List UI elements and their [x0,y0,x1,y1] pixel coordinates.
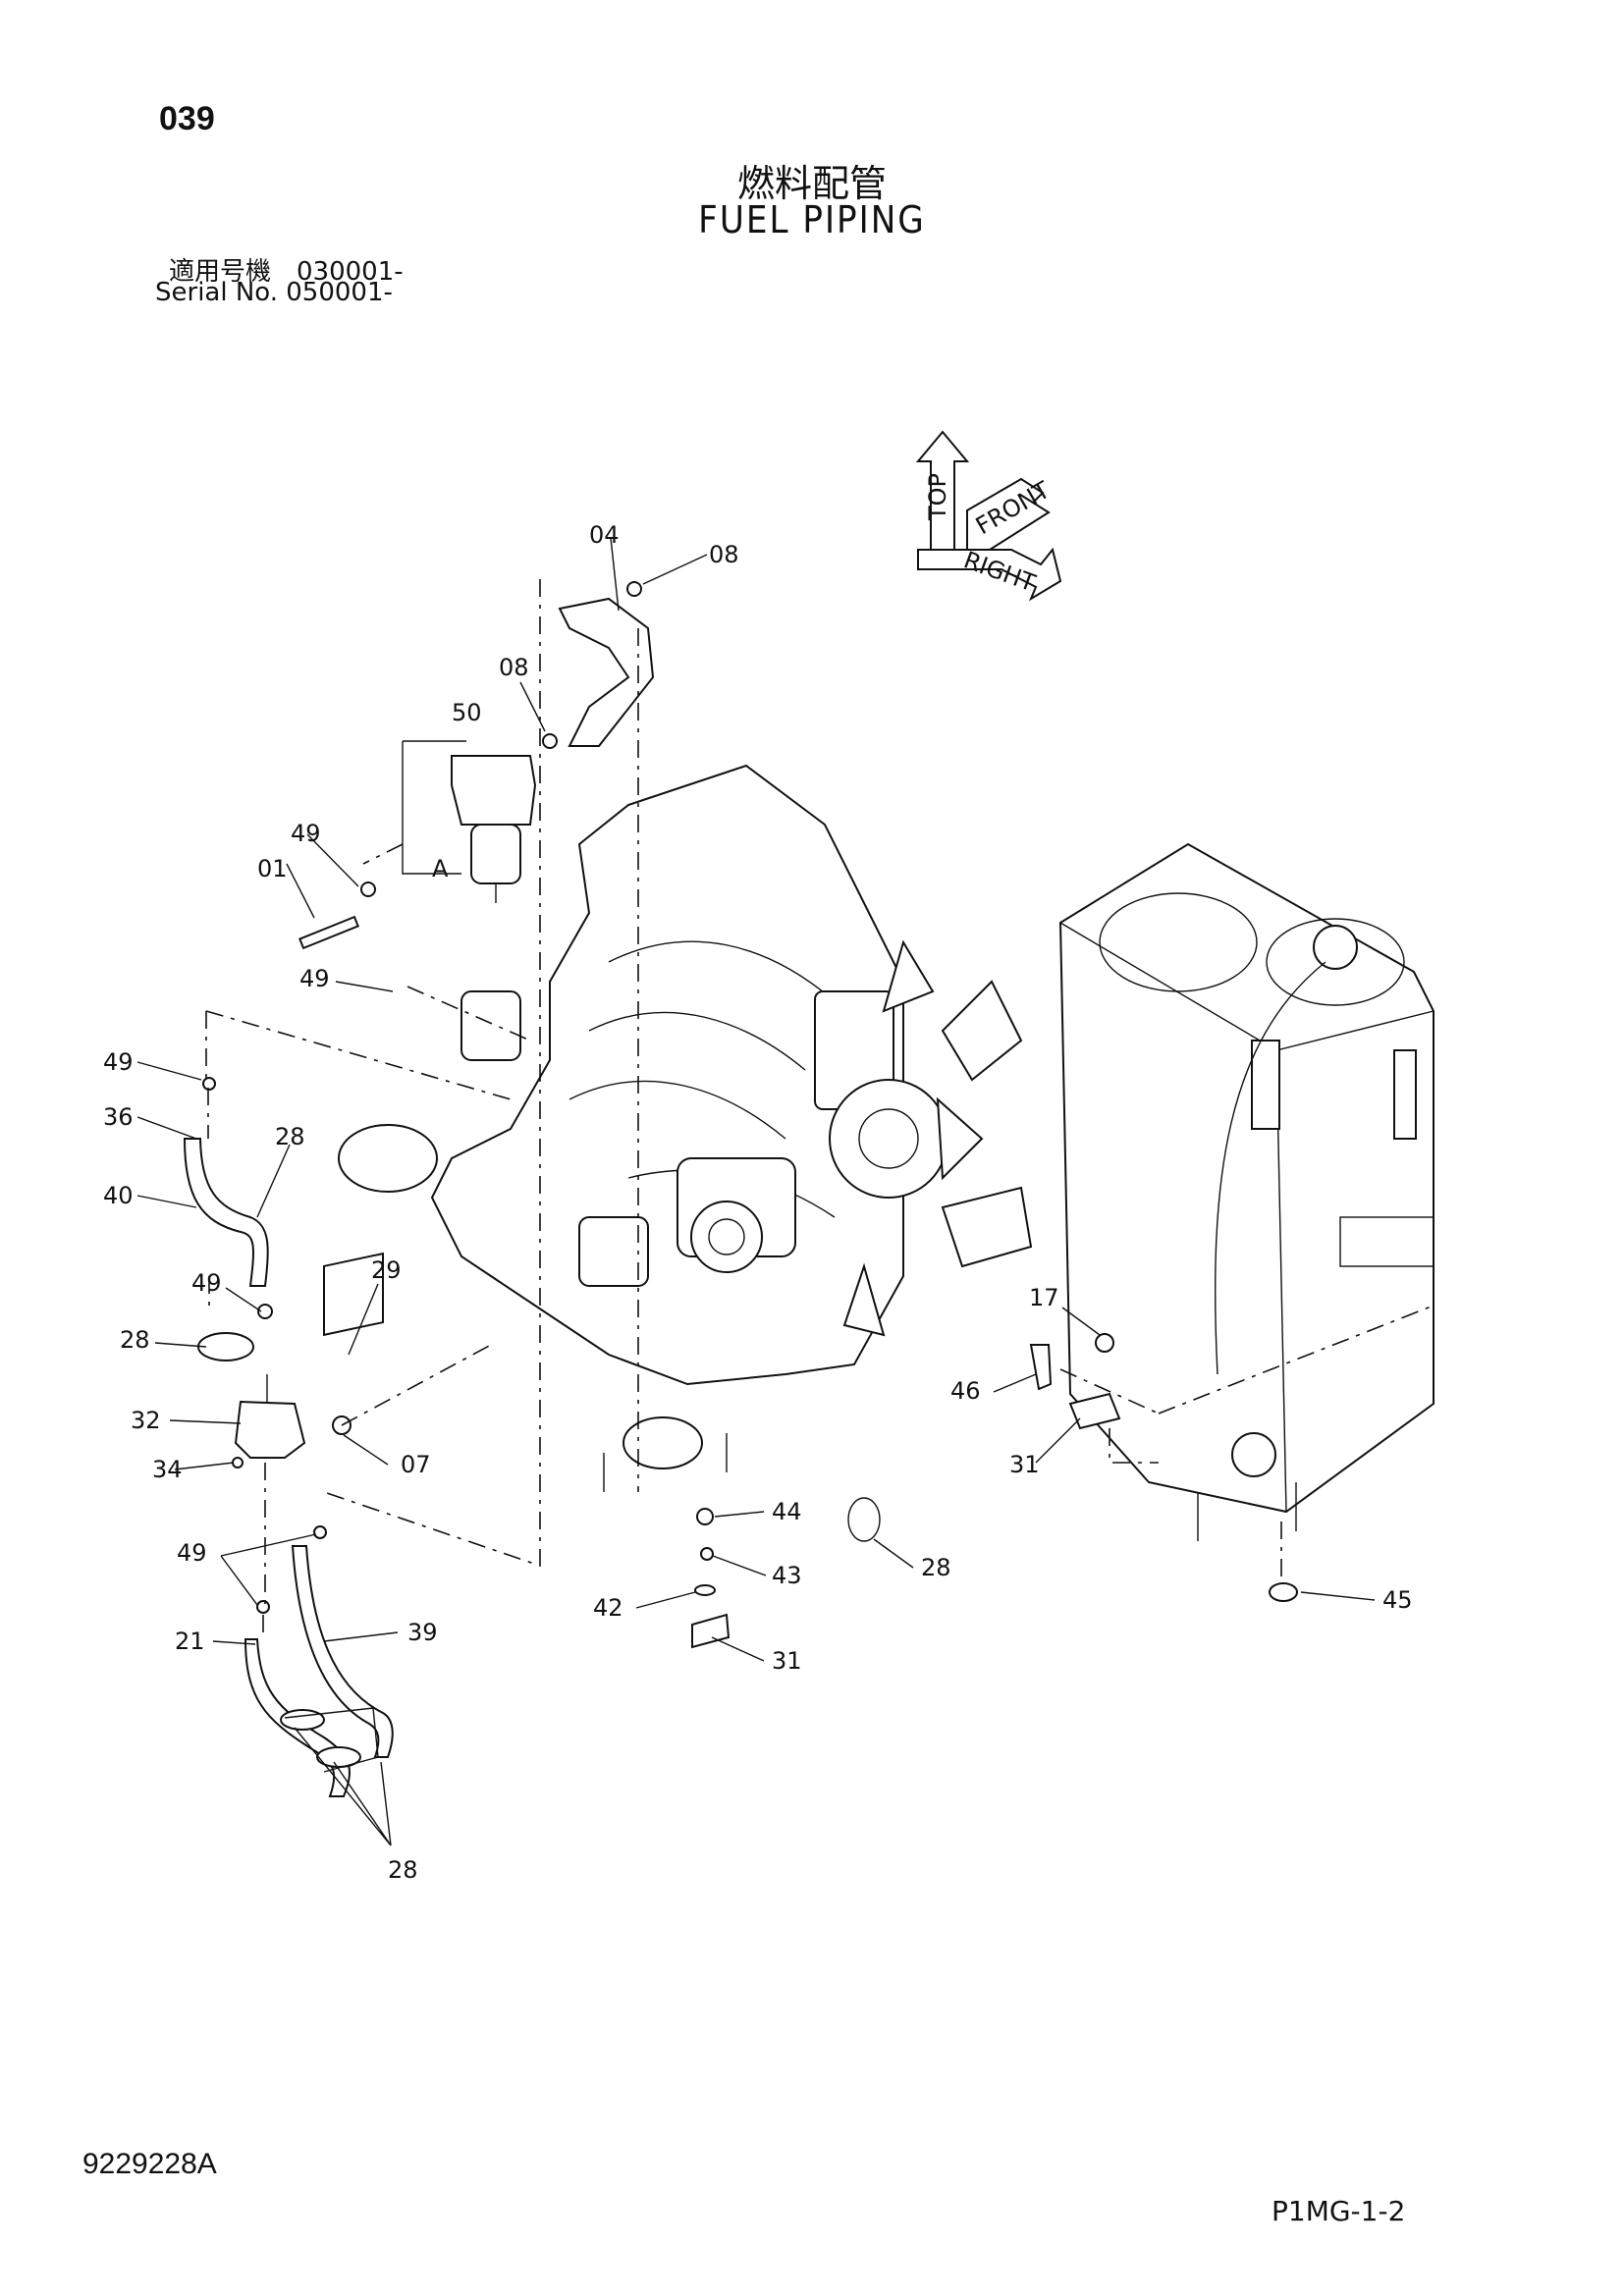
serial-range-japanese: 適用号機 030001- [169,257,404,287]
tank-side-parts [691,1333,1298,1649]
callout-31: 31 [772,1647,802,1675]
callout-39: 39 [407,1619,438,1646]
document-code: 9229228A [82,2148,217,2180]
callout-43: 43 [772,1562,802,1589]
page-reference: P1MG-1-2 [1272,2195,1406,2227]
callout-08: 08 [709,541,739,568]
callout-29: 29 [371,1256,402,1284]
callout-49: 49 [103,1048,134,1076]
callout-32: 32 [131,1407,161,1434]
callout-42: 42 [593,1594,623,1622]
callout-28: 28 [275,1123,305,1150]
callout-50: 50 [452,699,482,726]
callout-01: 01 [257,855,288,882]
callout-21: 21 [175,1628,205,1655]
callout-17: 17 [1029,1284,1059,1311]
callout-28: 28 [921,1554,951,1581]
callout-28: 28 [120,1326,150,1354]
orientation-indicator: TOP FRONT RIGHT [915,430,1062,602]
callout-49: 49 [291,820,321,847]
engine-assembly [338,764,1033,1492]
callout-08: 08 [499,654,529,681]
callout-40: 40 [103,1182,134,1209]
callout-labels: 04 08 08 50 A 49 01 49 49 36 28 40 49 28… [103,521,1413,1884]
page-title: FUEL PIPING [698,198,926,241]
serial-range: Serial No. 050001- [155,278,393,307]
top-arrow [915,430,970,551]
callout-28: 28 [388,1856,418,1884]
fuel-tank [1058,842,1435,1541]
callout-45: 45 [1382,1586,1413,1614]
assembly-lines [205,579,1435,1639]
callout-31: 31 [1009,1451,1040,1478]
callout-36: 36 [103,1103,134,1131]
callout-44: 44 [772,1498,802,1525]
callout-46: 46 [950,1377,981,1405]
callout-49: 49 [177,1539,207,1567]
fuel-hose-pump-group [183,1077,394,1797]
page-number: 039 [159,100,215,137]
right-arrow [917,547,1062,602]
callout-49: 49 [191,1269,222,1297]
fuel-filter-group [298,581,655,950]
callout-34: 34 [152,1456,183,1483]
page-title-japanese: 燃料配管 [736,162,887,205]
leader-lines [136,537,1376,1846]
top-label: TOP [924,473,951,521]
callout-A: A [432,855,449,882]
callout-49: 49 [299,965,330,992]
callout-04: 04 [589,521,620,549]
callout-07: 07 [401,1451,431,1478]
